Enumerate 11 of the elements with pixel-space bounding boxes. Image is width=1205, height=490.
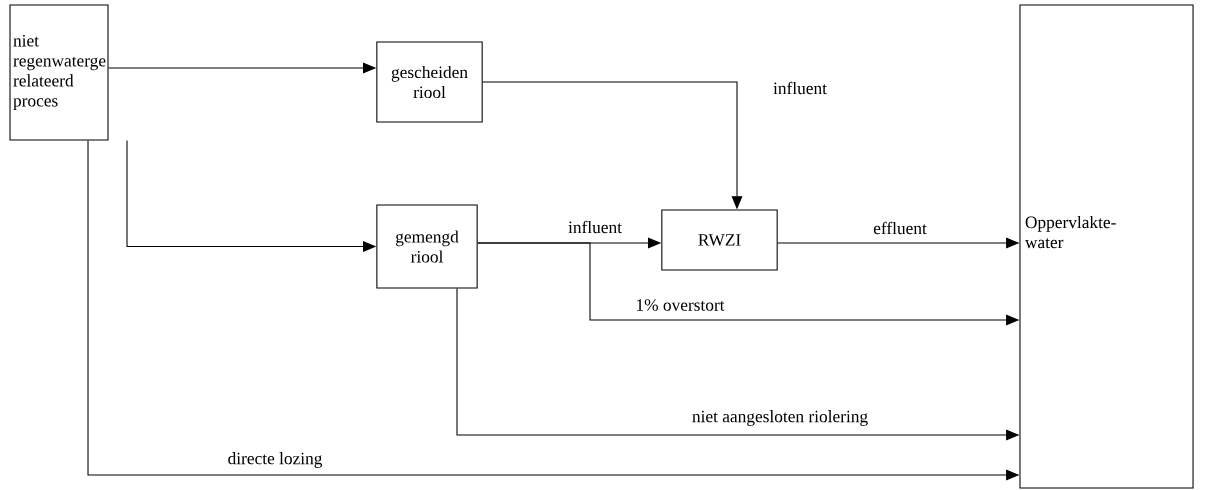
edge-label: influent [771, 80, 829, 96]
process-box: niet regenwaterge relateerd proces [9, 4, 109, 141]
process-box: Oppervlakte-water [1019, 4, 1194, 489]
edge-label: influent [566, 219, 624, 235]
process-box: gescheiden riool [376, 41, 483, 123]
edge-label: niet aangesloten riolering [690, 408, 870, 428]
edge-label: effluent [871, 220, 929, 236]
edge-label: 1% overstort [634, 297, 726, 313]
process-box: RWZI [661, 209, 778, 271]
edge-label: directe lozing [226, 450, 324, 470]
process-box: gemengd riool [376, 204, 478, 289]
